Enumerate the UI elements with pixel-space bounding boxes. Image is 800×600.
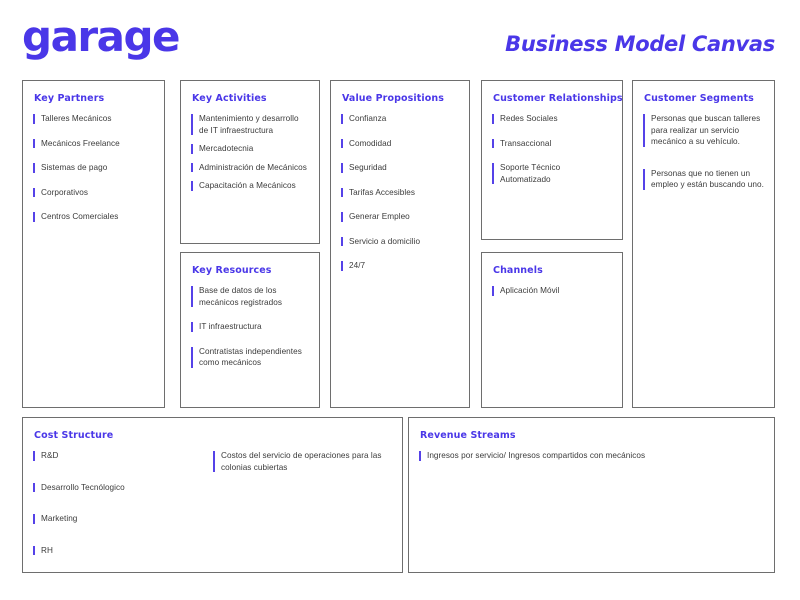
block-customer-segments[interactable]: Customer Segments Personas que buscan ta… xyxy=(632,80,775,408)
list-item[interactable]: Soporte Técnico Automatizado xyxy=(492,162,612,185)
channels-item-list: Aplicación Móvil xyxy=(492,285,612,297)
block-title-customer-relationships: Customer Relationships xyxy=(493,93,623,104)
block-key-partners[interactable]: Key Partners Talleres Mecánicos Mecánico… xyxy=(22,80,165,408)
block-title-key-partners: Key Partners xyxy=(34,93,105,104)
revenue-streams-item-list: Ingresos por servicio/ Ingresos comparti… xyxy=(419,450,764,462)
list-item[interactable]: Aplicación Móvil xyxy=(492,285,612,297)
block-title-customer-segments: Customer Segments xyxy=(644,93,754,104)
list-item[interactable]: Generar Empleo xyxy=(341,211,459,223)
block-title-cost-structure: Cost Structure xyxy=(34,430,114,441)
list-item[interactable]: Transaccional xyxy=(492,138,612,150)
list-item[interactable]: Redes Sociales xyxy=(492,113,612,125)
list-item[interactable]: RH xyxy=(33,545,213,557)
block-title-channels: Channels xyxy=(493,265,543,276)
list-item[interactable]: Comodidad xyxy=(341,138,459,150)
list-item[interactable]: Desarrollo Tecnólogico xyxy=(33,482,213,494)
list-item[interactable]: Seguridad xyxy=(341,162,459,174)
key-resources-item-list: Base de datos de los mecánicos registrad… xyxy=(191,285,309,369)
list-item[interactable]: Tarifas Accesibles xyxy=(341,187,459,199)
list-item[interactable]: Centros Comerciales xyxy=(33,211,154,223)
block-revenue-streams[interactable]: Revenue Streams Ingresos por servicio/ I… xyxy=(408,417,775,573)
customer-relationships-item-list: Redes Sociales Transaccional Soporte Téc… xyxy=(492,113,612,185)
list-item[interactable]: Mercadotecnia xyxy=(191,143,309,155)
block-cost-structure[interactable]: Cost Structure R&D Desarrollo Tecnólogic… xyxy=(22,417,403,573)
list-item[interactable]: Servicio a domicilio xyxy=(341,236,459,248)
block-customer-relationships[interactable]: Customer Relationships Redes Sociales Tr… xyxy=(481,80,623,240)
block-value-propositions[interactable]: Value Propositions Confianza Comodidad S… xyxy=(330,80,470,408)
key-activities-item-list: Mantenimiento y desarrollo de IT infraes… xyxy=(191,113,309,192)
key-partners-item-list: Talleres Mecánicos Mecánicos Freelance S… xyxy=(33,113,154,223)
block-key-activities[interactable]: Key Activities Mantenimiento y desarroll… xyxy=(180,80,320,244)
page-header: garage Business Model Canvas xyxy=(0,0,800,72)
block-title-key-resources: Key Resources xyxy=(192,265,272,276)
list-item[interactable]: Capacitación a Mecánicos xyxy=(191,180,309,192)
list-item[interactable]: Talleres Mecánicos xyxy=(33,113,154,125)
customer-segments-item-list: Personas que buscan talleres para realiz… xyxy=(643,113,764,191)
list-item[interactable]: 24/7 xyxy=(341,260,459,272)
list-item[interactable]: Personas que no tienen un empleo y están… xyxy=(643,168,764,191)
list-item[interactable]: Contratistas independientes como mecánic… xyxy=(191,346,309,369)
list-item[interactable]: R&D xyxy=(33,450,213,462)
list-item[interactable]: Marketing xyxy=(33,513,213,525)
list-item[interactable]: Mantenimiento y desarrollo de IT infraes… xyxy=(191,113,309,136)
garage-logo: garage xyxy=(22,12,181,61)
block-channels[interactable]: Channels Aplicación Móvil xyxy=(481,252,623,408)
page-title: Business Model Canvas xyxy=(505,32,775,56)
list-item[interactable]: Base de datos de los mecánicos registrad… xyxy=(191,285,309,308)
cost-structure-right-list: Costos del servicio de operaciones para … xyxy=(213,450,402,569)
list-item[interactable]: Costos del servicio de operaciones para … xyxy=(213,450,402,473)
block-title-key-activities: Key Activities xyxy=(192,93,267,104)
value-propositions-item-list: Confianza Comodidad Seguridad Tarifas Ac… xyxy=(341,113,459,272)
list-item[interactable]: Ingresos por servicio/ Ingresos comparti… xyxy=(419,450,657,462)
block-title-revenue-streams: Revenue Streams xyxy=(420,430,516,441)
list-item[interactable]: Personas que buscan talleres para realiz… xyxy=(643,113,764,148)
list-item[interactable]: Sistemas de pago xyxy=(33,162,154,174)
list-item[interactable]: Mecánicos Freelance xyxy=(33,138,154,150)
cost-structure-left-list: R&D Desarrollo Tecnólogico Marketing RH xyxy=(33,450,213,569)
list-item[interactable]: IT infraestructura xyxy=(191,321,309,333)
block-key-resources[interactable]: Key Resources Base de datos de los mecán… xyxy=(180,252,320,408)
list-item[interactable]: Administración de Mecánicos xyxy=(191,162,309,174)
list-item[interactable]: Corporativos xyxy=(33,187,154,199)
block-title-value-propositions: Value Propositions xyxy=(342,93,444,104)
cost-structure-columns: R&D Desarrollo Tecnólogico Marketing RH … xyxy=(33,450,392,569)
list-item[interactable]: Confianza xyxy=(341,113,459,125)
